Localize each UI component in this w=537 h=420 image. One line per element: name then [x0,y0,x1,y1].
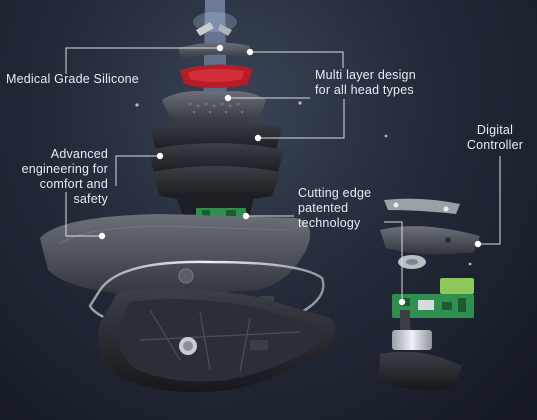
dot-controller-board [398,298,406,306]
callout-advanced: Advanced engineering for comfort and saf… [21,147,108,206]
line-advanced-lower [65,192,102,237]
red-silicone-layer [180,64,252,88]
sparkle-decorations [135,101,472,266]
callout-silicone: Medical Grade Silicone [6,72,139,86]
dot-silicone [216,44,224,52]
dot-advanced [156,152,164,160]
base-shell [98,288,336,393]
callout-dots [98,44,482,306]
callout-multilayer: Multi layer design for all head types [315,68,416,97]
line-advanced [115,155,160,186]
line-controller [478,156,501,245]
multi-layer-cushions [148,120,284,214]
dot-multilayer-mid [224,94,232,102]
callout-lines [65,47,501,302]
textured-silicone-pad [162,91,266,123]
callout-controller: Digital Controller [466,123,524,152]
silicone-clip-pieces [178,22,250,60]
line-multilayer [248,51,344,68]
line-multilayer-lower [258,99,345,139]
dot-cutting [242,212,250,220]
dot-multilayer-lower [254,134,262,142]
callout-cutting: Cutting edge patented technology [298,186,372,230]
line-controller-board [384,221,403,302]
controller-parts [366,198,480,390]
dot-controller [474,240,482,248]
main-cover-plate [40,214,311,296]
dot-multilayer [246,48,254,56]
dot-cover [98,232,106,240]
